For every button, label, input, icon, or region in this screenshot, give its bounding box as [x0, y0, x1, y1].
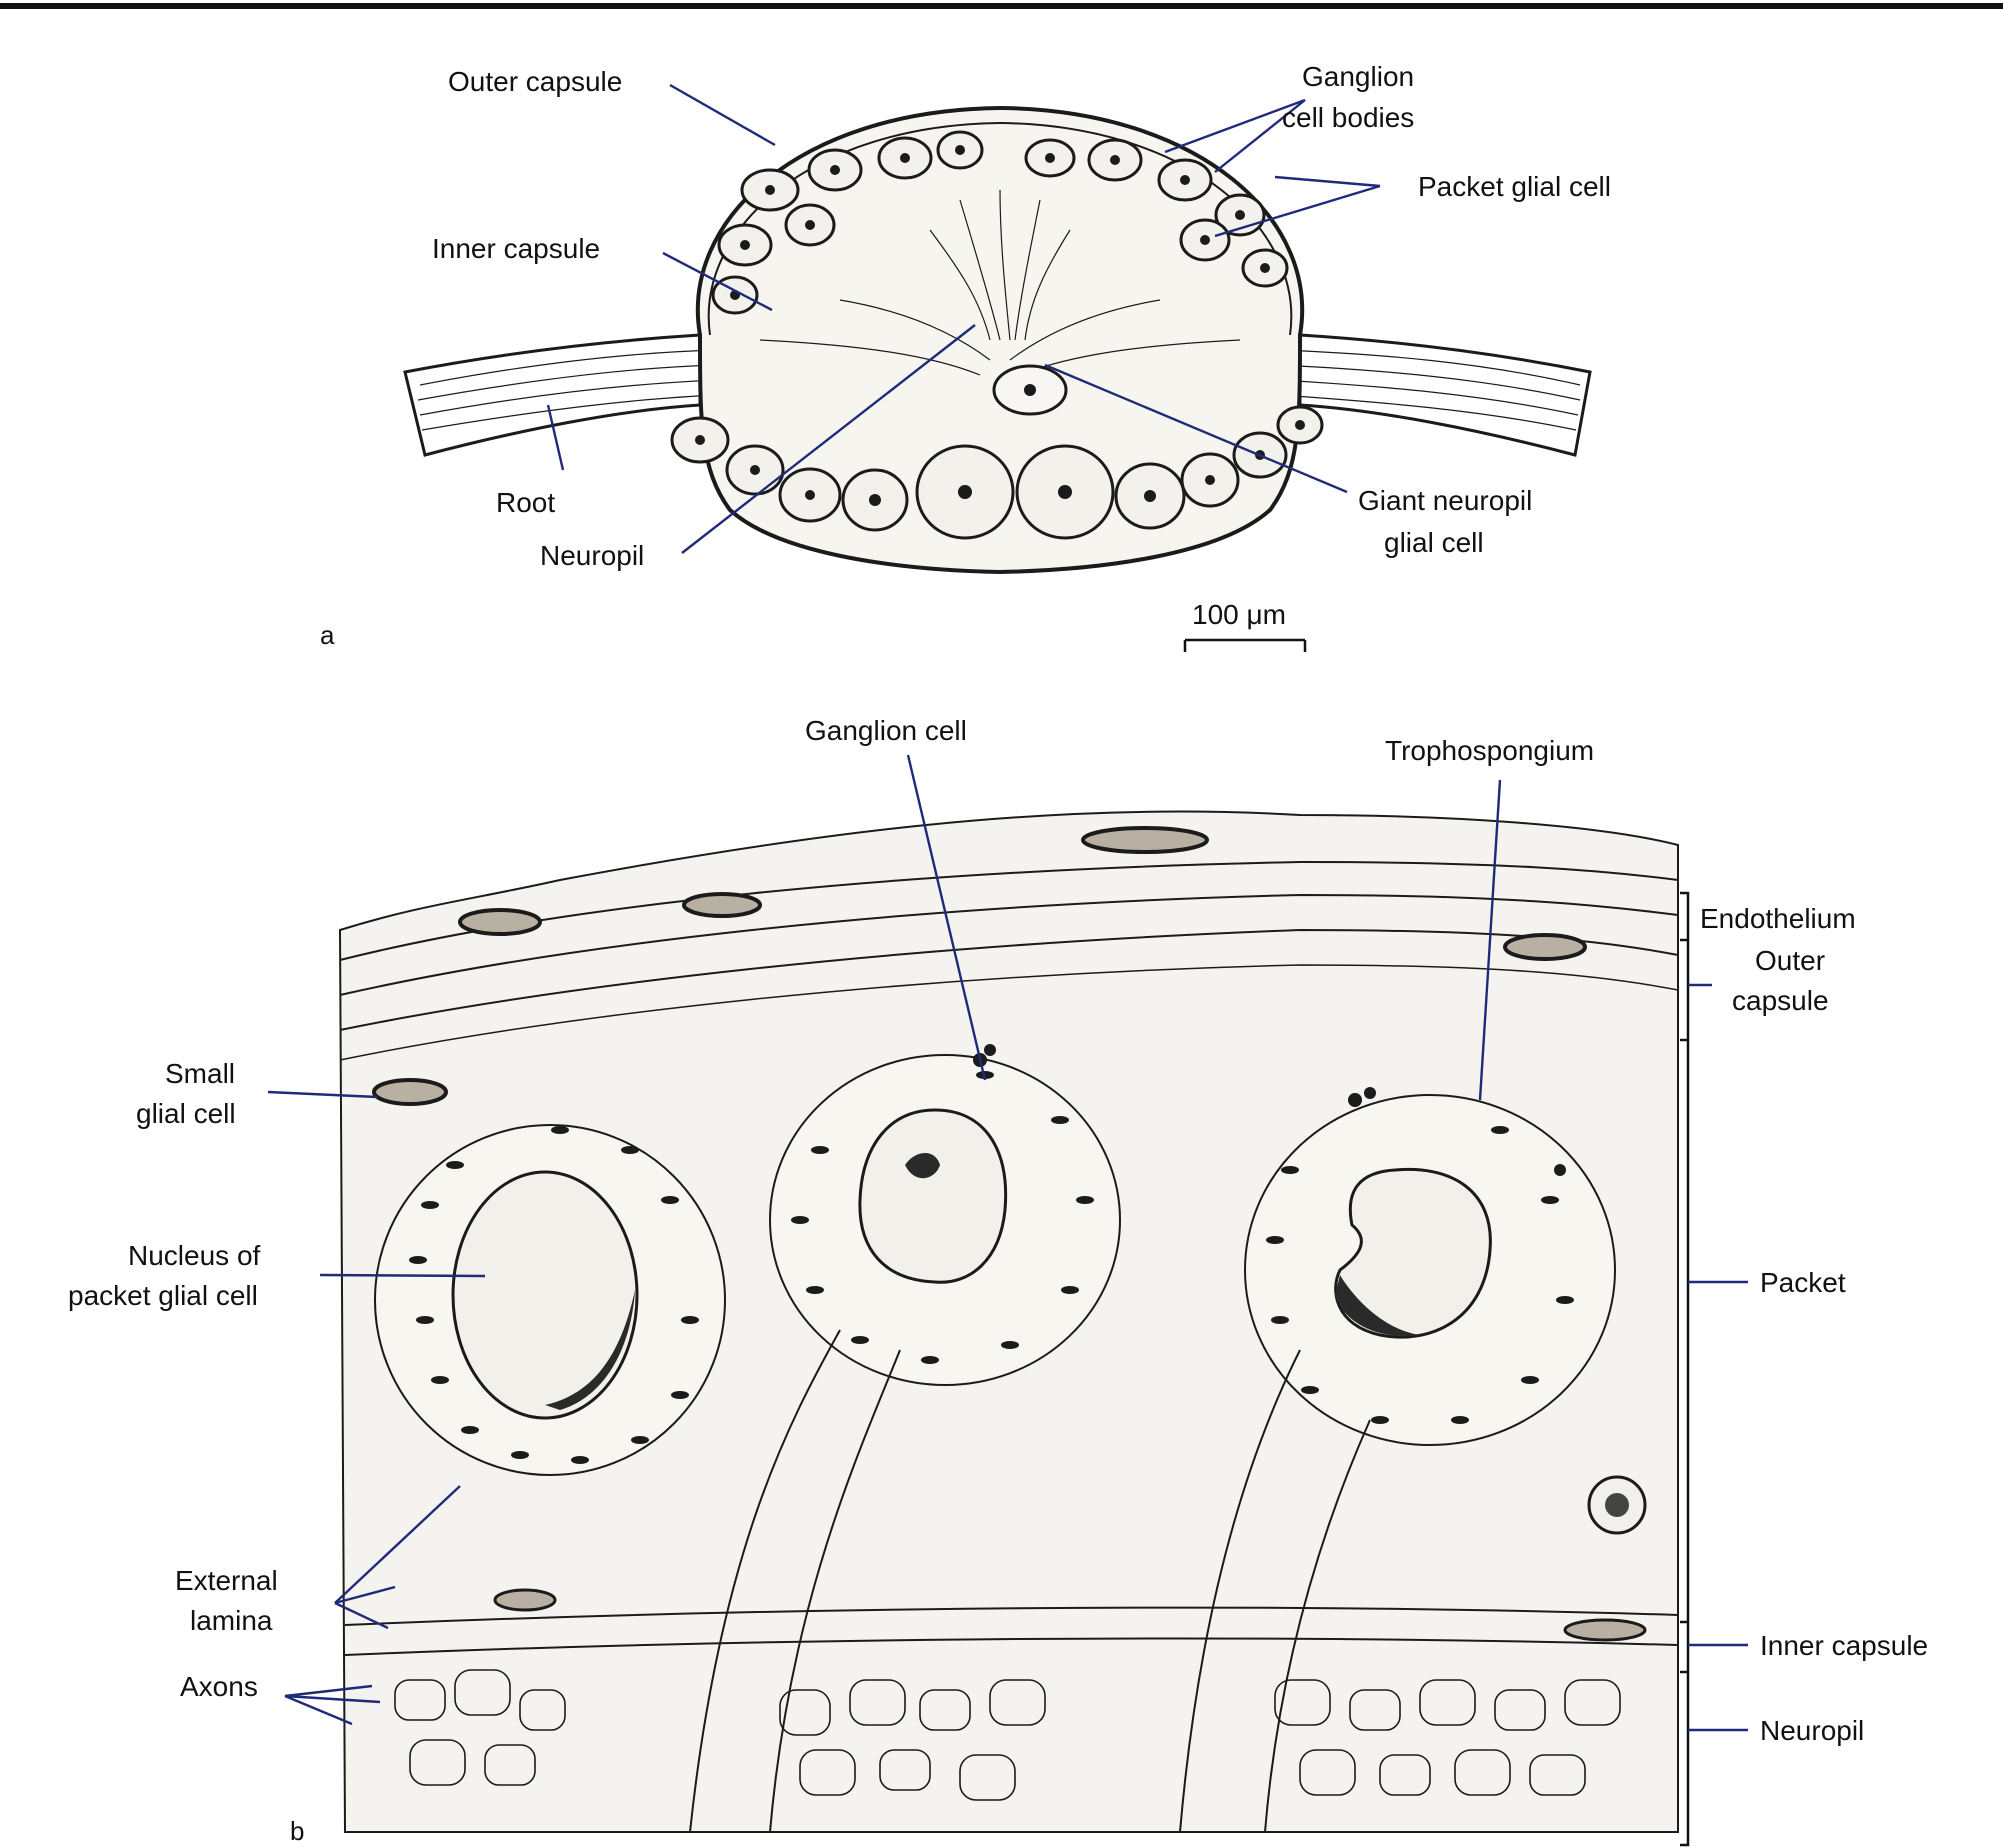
scale-bar-line: [1183, 638, 1307, 652]
label-neuropil-b: Neuropil: [1760, 1715, 1864, 1746]
label-packet-glial-cell: Packet glial cell: [1418, 171, 1611, 202]
label-axons: Axons: [180, 1671, 258, 1702]
label-nucleus-packet-1: Nucleus of: [128, 1240, 261, 1271]
label-ganglion-cell: Ganglion cell: [805, 715, 967, 746]
label-endothelium: Endothelium: [1700, 903, 1856, 934]
panel-a-leader-lines: [546, 83, 1381, 554]
label-neuropil: Neuropil: [540, 540, 644, 571]
label-nucleus-packet-2: packet glial cell: [68, 1280, 258, 1311]
panel-b-label: b: [290, 1816, 304, 1846]
label-outer-capsule: Outer capsule: [448, 66, 622, 97]
scale-bar-label: 100 μm: [1192, 599, 1286, 630]
label-ganglion-cell-bodies-2: cell bodies: [1282, 102, 1414, 133]
panel-b-labels: Ganglion cell Trophospongium Endothelium…: [68, 715, 1928, 1846]
label-root: Root: [496, 487, 555, 518]
panel-b-leader-lines: [267, 754, 1748, 1732]
panel-a-illustration: [403, 105, 1592, 575]
label-inner-capsule-b: Inner capsule: [1760, 1630, 1928, 1661]
label-inner-capsule: Inner capsule: [432, 233, 600, 264]
label-small-glial-2: glial cell: [136, 1098, 236, 1129]
label-trophospongium: Trophospongium: [1385, 735, 1594, 766]
label-giant-neuropil-2: glial cell: [1384, 527, 1484, 558]
label-ganglion-cell-bodies-1: Ganglion: [1302, 61, 1414, 92]
label-external-lamina-1: External: [175, 1565, 278, 1596]
layer-bracket: [1680, 891, 1690, 1847]
label-giant-neuropil-1: Giant neuropil: [1358, 485, 1532, 516]
scale-bar: 100 μm: [1183, 599, 1307, 652]
label-external-lamina-2: lamina: [190, 1605, 273, 1636]
panel-a-labels: Outer capsule Ganglion cell bodies Packe…: [320, 61, 1611, 650]
label-small-glial-1: Small: [165, 1058, 235, 1089]
panel-a-label: a: [320, 620, 335, 650]
label-packet: Packet: [1760, 1267, 1846, 1298]
panel-b-illustration: [338, 810, 1679, 1833]
label-outer-capsule-2: capsule: [1732, 985, 1829, 1016]
label-outer-capsule-1: Outer: [1755, 945, 1825, 976]
